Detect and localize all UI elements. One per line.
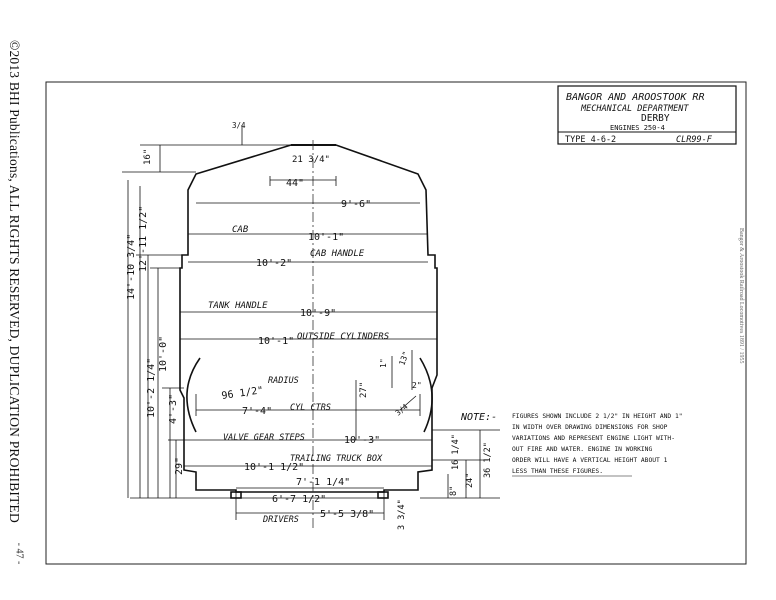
dim-3-quarter: 3/4 bbox=[394, 402, 411, 418]
title-line2: MECHANICAL DEPARTMENT bbox=[580, 104, 689, 114]
dim-1: 1" bbox=[379, 358, 388, 368]
dim-10-2: 10'-2" bbox=[256, 258, 292, 269]
dim-top-small: 3/4 bbox=[232, 121, 246, 130]
note-line-1: FIGURES SHOWN INCLUDE 2 1/2" IN HEIGHT A… bbox=[512, 413, 683, 420]
dim-10-0: 10'-0" bbox=[158, 336, 169, 372]
dim-6-7-half: 6'-7 1/2" bbox=[272, 494, 326, 505]
loco-outline bbox=[179, 144, 438, 499]
dim-27: 27" bbox=[359, 382, 369, 398]
labels: CAB CAB HANDLE TANK HANDLE OUTSIDE CYLIN… bbox=[208, 225, 390, 525]
dimension-values: 3/4 21 3/4" 44" 16" 9'-6" 10'-1" 10'-2" … bbox=[126, 121, 493, 530]
dim-10-1-half: 10'-1 1/2" bbox=[244, 462, 304, 473]
right-dimensions bbox=[355, 350, 500, 499]
dim-5-5: 5'-5 3/8" bbox=[320, 509, 374, 520]
dim-4-3: 4'-3" bbox=[168, 394, 179, 424]
label-valve-gear-steps: VALVE GEAR STEPS bbox=[223, 433, 305, 443]
label-outside-cylinders: OUTSIDE CYLINDERS bbox=[297, 332, 390, 342]
dim-16-quarter: 16 1/4" bbox=[451, 434, 461, 470]
dim-13: 13" bbox=[397, 350, 410, 367]
dim-29: 29" bbox=[174, 457, 185, 475]
title-block: BANGOR AND AROOSTOOK RR MECHANICAL DEPAR… bbox=[557, 85, 737, 145]
dim-10-1-cab: 10'-1" bbox=[308, 232, 344, 243]
dim-12-11: 12'-11 1/2" bbox=[138, 206, 149, 272]
width-dimensions bbox=[180, 176, 437, 520]
title-line4: ENGINES 250-4 bbox=[610, 124, 665, 132]
dim-36-half: 36 1/2" bbox=[483, 442, 493, 478]
dim-roof-width: 44" bbox=[286, 178, 304, 189]
dim-3-3q: 3 3/4" bbox=[397, 499, 407, 530]
dim-16: 16" bbox=[143, 149, 153, 165]
dim-10-3: 10'-3" bbox=[344, 435, 380, 446]
label-cab: CAB bbox=[232, 225, 249, 235]
dim-96-half: 96 1/2" bbox=[221, 385, 264, 402]
dim-2: 2" bbox=[412, 381, 422, 390]
dim-10-1-cyl: 10'-1" bbox=[258, 336, 294, 347]
height-dimensions bbox=[122, 125, 290, 499]
note-heading: NOTE:- bbox=[460, 412, 497, 423]
label-trailing-truck-box: TRAILING TRUCK BOX bbox=[290, 454, 383, 464]
label-cyl-ctrs: CYL CTRS bbox=[290, 403, 331, 413]
note-line-2: IN WIDTH OVER DRAWING DIMENSIONS FOR SHO… bbox=[512, 424, 668, 431]
label-radius: RADIUS bbox=[268, 376, 299, 386]
dim-14-10: 14'-10 3/4" bbox=[126, 234, 137, 300]
dim-9-6: 9'-6" bbox=[341, 199, 371, 210]
note-line-5: ORDER WILL HAVE A VERTICAL HEIGHT ABOUT … bbox=[512, 457, 668, 464]
note-line-4: OUT FIRE AND WATER. ENGINE IN WORKING bbox=[512, 446, 652, 453]
dim-8: 8" bbox=[449, 486, 459, 496]
note-line-6: LESS THAN THESE FIGURES. bbox=[512, 468, 603, 475]
title-class: CLR99-F bbox=[676, 135, 713, 145]
dim-roof-top: 21 3/4" bbox=[292, 155, 330, 165]
title-line1: BANGOR AND AROOSTOOK RR bbox=[566, 92, 704, 103]
dim-24: 24" bbox=[465, 473, 475, 488]
dim-10-2-quarter: 10'-2 1/4" bbox=[146, 358, 157, 418]
dim-10-9: 10'-9" bbox=[300, 308, 336, 319]
dim-7-1-quarter: 7'-1 1/4" bbox=[296, 477, 350, 488]
title-line3: DERBY bbox=[641, 113, 670, 124]
label-drivers: DRIVERS bbox=[262, 515, 299, 525]
title-type: TYPE 4-6-2 bbox=[565, 135, 616, 145]
note-line-3: VARIATIONS AND REPRESENT ENGINE LIGHT WI… bbox=[512, 435, 675, 442]
label-tank-handle: TANK HANDLE bbox=[208, 301, 268, 311]
sheet-border bbox=[45, 81, 747, 565]
label-cab-handle: CAB HANDLE bbox=[310, 249, 365, 259]
dim-7-4: 7'-4" bbox=[242, 406, 272, 417]
note-block: NOTE:- FIGURES SHOWN INCLUDE 2 1/2" IN H… bbox=[460, 412, 683, 477]
